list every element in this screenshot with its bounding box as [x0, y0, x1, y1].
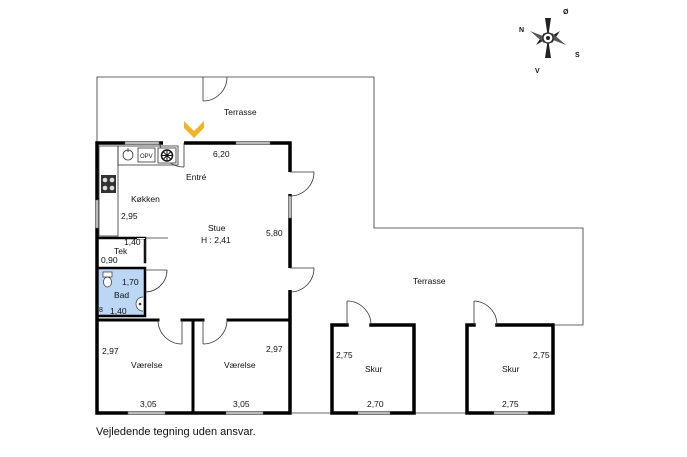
window	[235, 141, 271, 145]
room-skur-left: Skur	[365, 364, 383, 374]
dim-skur-right-depth: 2,75	[533, 350, 550, 360]
compass-v: V	[535, 68, 540, 75]
dim-tek-depth: 0,90	[101, 255, 118, 265]
dim-entre-width: 6,20	[213, 149, 230, 159]
dim-kokken-depth: 2,95	[121, 211, 138, 221]
bedroom-door-left	[157, 319, 183, 345]
room-terrasse-top: Terrasse	[224, 107, 257, 117]
bedroom-door-right	[202, 319, 228, 345]
compass-n: N	[519, 27, 524, 34]
room-bad: Bad	[114, 290, 129, 300]
window	[124, 141, 160, 145]
window	[357, 411, 391, 415]
compass-s: S	[575, 52, 580, 59]
window	[288, 195, 292, 219]
room-kokken: Køkken	[131, 194, 160, 204]
dim-vaerelse-left-depth: 2,97	[102, 346, 119, 356]
fan-icon	[157, 147, 177, 164]
dim-skur-right-width: 2,75	[502, 399, 519, 409]
room-vaerelse-left: Værelse	[131, 360, 163, 370]
compass-rose-icon: N Ø S V	[519, 9, 580, 75]
room-stue: Stue	[208, 223, 226, 233]
room-terrasse-right: Terrasse	[413, 276, 446, 286]
dim-bad-depth: 1,70	[122, 277, 139, 287]
dim-tek-width: 1,40	[124, 237, 141, 247]
dim-vaerelse-left-width: 3,05	[140, 399, 157, 409]
window	[127, 411, 166, 415]
room-stue-height: H : 2,41	[201, 235, 231, 245]
terrace-door	[202, 76, 228, 102]
room-tek: Tek	[114, 246, 128, 256]
window	[225, 411, 264, 415]
room-vaerelse-right: Værelse	[224, 360, 256, 370]
room-skur-right: Skur	[502, 364, 520, 374]
dim-skur-left-width: 2,70	[367, 399, 384, 409]
stove-icon	[101, 175, 116, 193]
dim-stue-depth: 5,80	[266, 228, 283, 238]
dim-vaerelse-right-width: 3,05	[233, 399, 250, 409]
entrance-marker-icon	[184, 121, 204, 138]
window	[95, 199, 99, 229]
toilet-icon	[102, 271, 113, 288]
dim-skur-left-depth: 2,75	[336, 350, 353, 360]
kitchen-counter	[98, 145, 119, 237]
terrace-outline	[96, 76, 584, 326]
room-entre: Entré	[186, 172, 207, 182]
bath-drain-glyph: 8	[99, 307, 103, 314]
dim-bad-width: 1,40	[110, 306, 127, 316]
compass-o: Ø	[563, 9, 569, 16]
window	[493, 411, 529, 415]
house-outer-wall	[95, 141, 292, 415]
washbasin-icon	[135, 296, 144, 312]
sink-icon	[122, 148, 134, 161]
opv-label: OPV	[140, 154, 153, 160]
dim-vaerelse-right-depth: 2,97	[266, 344, 283, 354]
disclaimer-caption: Vejledende tegning uden ansvar.	[96, 426, 256, 438]
opv-box	[137, 147, 156, 163]
